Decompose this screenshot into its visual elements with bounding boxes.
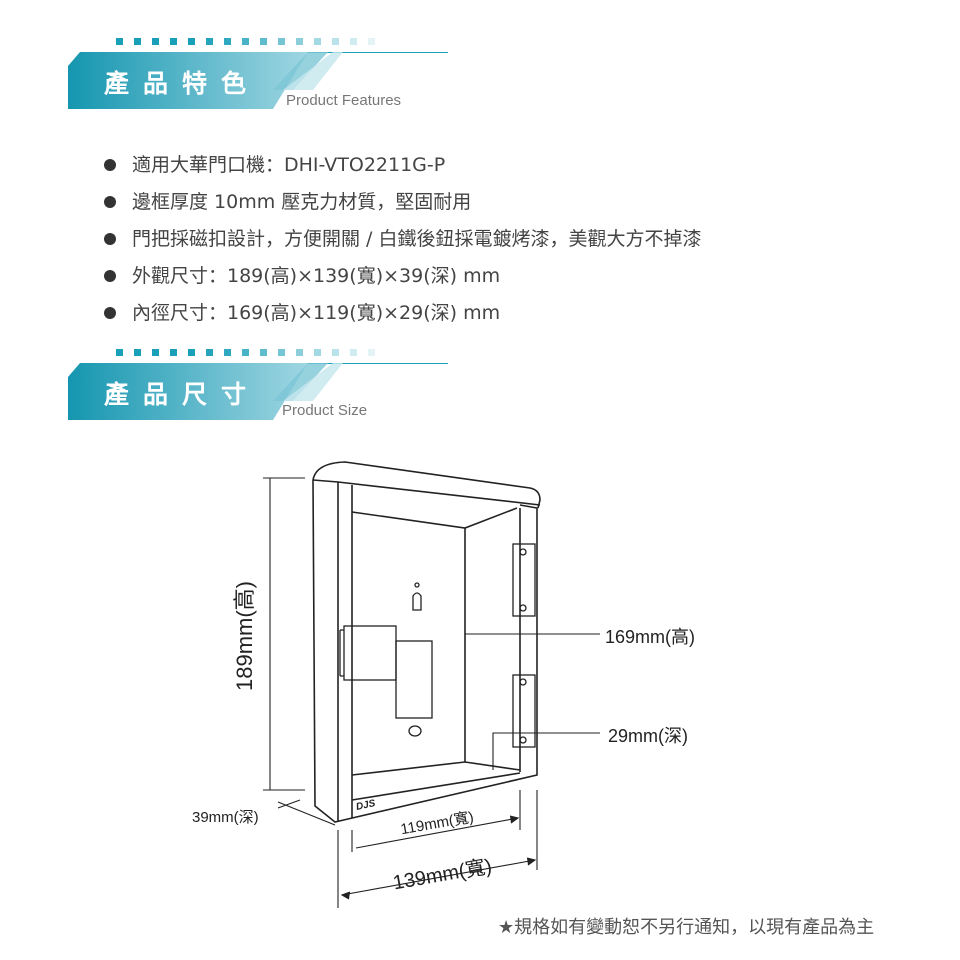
feature-text: 邊框厚度 10mm 壓克力材質，堅固耐用 [132, 190, 472, 213]
bullet-icon [104, 158, 116, 171]
hinge-icon [512, 543, 536, 748]
depth-outer-label: 39mm(深) [192, 809, 259, 826]
features-subtitle: Product Features [286, 92, 402, 109]
bullet-icon [104, 195, 116, 208]
size-title: 產品尺寸 [104, 380, 261, 409]
bullet-icon [104, 232, 116, 245]
height-outer-label: 189mm(高) [232, 580, 258, 692]
door-handle [339, 625, 433, 719]
keyhole-icon [408, 582, 422, 737]
header-banner-graphic [68, 38, 448, 109]
size-header: 產品尺寸 Product Size [68, 345, 448, 425]
list-item: 邊框厚度 10mm 壓克力材質，堅固耐用 [104, 183, 701, 220]
header-banner-graphic [68, 349, 448, 420]
feature-list: 適用大華門口機：DHI-VTO2211G-P 邊框厚度 10mm 壓克力材質，堅… [104, 146, 701, 331]
list-item: 適用大華門口機：DHI-VTO2211G-P [104, 146, 701, 183]
disclaimer-note: ★規格如有變動恕不另行通知，以現有產品為主 [498, 917, 875, 938]
bullet-icon [104, 306, 116, 319]
list-item: 內徑尺寸：169(高)×119(寬)×29(深) mm [104, 294, 701, 331]
list-item: 外觀尺寸：189(高)×139(寬)×39(深) mm [104, 257, 701, 294]
feature-text: 外觀尺寸：189(高)×139(寬)×39(深) mm [132, 264, 501, 287]
features-title: 產品特色 [104, 69, 261, 98]
features-header: 產品特色 Product Features [68, 34, 448, 114]
feature-text: 內徑尺寸：169(高)×119(寬)×29(深) mm [132, 301, 501, 324]
bullet-icon [104, 269, 116, 282]
depth-inner-label: 29mm(深) [608, 726, 688, 746]
box-outline [312, 461, 541, 823]
list-item: 門把採磁扣設計，方便開關 / 白鐵後鈕採電鍍烤漆，美觀大方不掉漆 [104, 220, 701, 257]
dimension-lines [263, 477, 600, 908]
height-inner-label: 169mm(高) [605, 627, 696, 647]
size-subtitle: Product Size [282, 402, 368, 419]
feature-text: 門把採磁扣設計，方便開關 / 白鐵後鈕採電鍍烤漆，美觀大方不掉漆 [132, 227, 702, 250]
feature-text: 適用大華門口機：DHI-VTO2211G-P [132, 153, 446, 176]
